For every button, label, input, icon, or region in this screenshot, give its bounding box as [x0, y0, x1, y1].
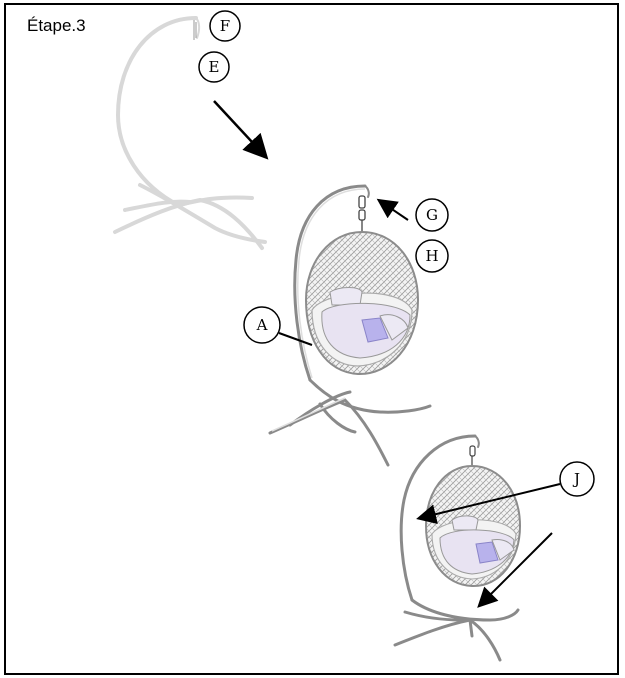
callout-F-label: F — [220, 17, 230, 35]
middle-stand-inner — [271, 188, 366, 432]
callout-H: H — [415, 239, 449, 273]
middle-egg-chair — [304, 230, 420, 376]
bottom-egg-chair — [424, 464, 522, 588]
bottom-stand — [393, 434, 520, 662]
callout-E-label: E — [209, 58, 220, 76]
callout-E: E — [198, 51, 230, 83]
middle-chain — [358, 195, 366, 232]
arrow-to-G — [376, 198, 409, 221]
callout-G-label: G — [426, 206, 438, 224]
faded-stand — [113, 16, 267, 250]
callout-G: G — [415, 198, 449, 232]
diagram-frame — [4, 3, 619, 675]
faded-stand-chain — [193, 20, 197, 40]
callout-A-label: A — [256, 316, 268, 334]
arrow-to-base — [477, 532, 553, 608]
bottom-chain — [469, 445, 476, 466]
callout-F: F — [209, 10, 241, 42]
step-title: Étape.3 — [27, 16, 86, 35]
callout-J: J — [416, 461, 595, 524]
callout-H-label: H — [425, 247, 438, 265]
direction-arrow — [213, 100, 269, 160]
callout-A: A — [243, 306, 313, 346]
callout-J-label: J — [572, 470, 580, 488]
